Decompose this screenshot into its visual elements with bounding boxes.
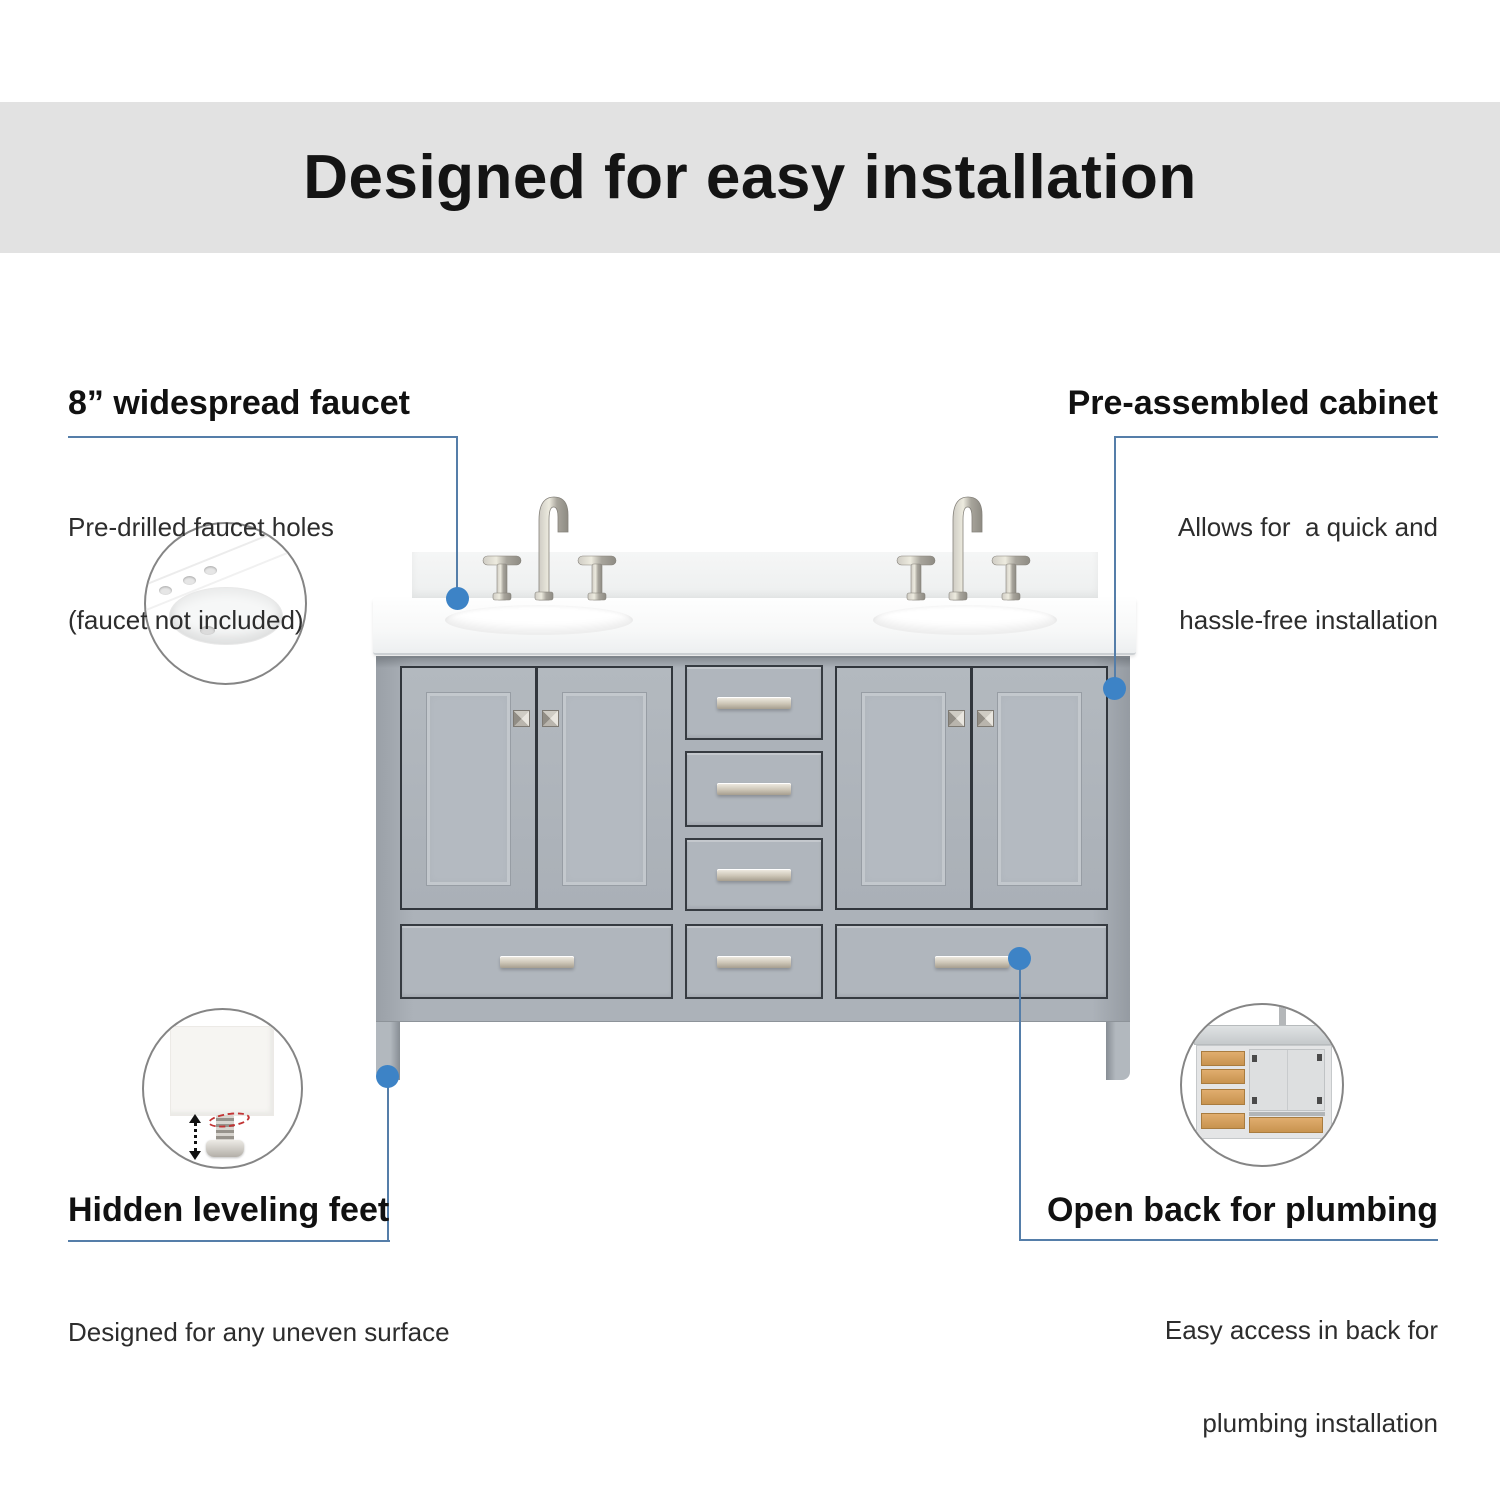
callout-body-line: Designed for any uneven surface <box>68 1317 450 1347</box>
callout-body-feet: Designed for any uneven surface <box>68 1255 450 1410</box>
sink-right <box>873 605 1057 635</box>
sink-drain-icon <box>200 626 215 635</box>
drawer-handle-icon <box>717 696 791 709</box>
bottom-drawer-right <box>835 924 1108 999</box>
door-panel <box>861 692 946 886</box>
arrow-up-icon <box>189 1114 201 1123</box>
callout-heading-plumbing: Open back for plumbing <box>1046 1191 1438 1229</box>
faucet-hole-icon <box>159 586 172 595</box>
back-rail <box>1249 1112 1325 1116</box>
vanity-leg-block <box>170 1026 274 1116</box>
hinge-icon <box>1252 1097 1257 1104</box>
door-panel <box>997 692 1082 886</box>
wood-drawer-back <box>1201 1051 1245 1066</box>
up-down-arrow-icon <box>189 1114 201 1160</box>
callout-underline-feet <box>68 1240 390 1242</box>
sink-left <box>445 605 633 635</box>
callout-connector-plumbing <box>1019 968 1021 1241</box>
backsplash <box>412 552 1098 600</box>
wood-drawer-back <box>1201 1113 1245 1129</box>
center-drawer <box>685 665 823 740</box>
vanity-leg-right <box>1106 1022 1130 1080</box>
callout-body-plumbing: Easy access in back for plumbing install… <box>1165 1253 1438 1500</box>
callout-dot-icon <box>376 1065 399 1088</box>
callout-connector-faucet <box>456 436 458 589</box>
door-seam <box>1287 1050 1288 1110</box>
callout-body-line: hassle-free installation <box>1179 605 1438 635</box>
page-title: Designed for easy installation <box>303 143 1197 212</box>
door-panel <box>562 692 647 886</box>
cabinet-door <box>973 668 1106 908</box>
hinge-icon <box>1252 1055 1257 1062</box>
door-knob-icon <box>513 710 530 727</box>
callout-underline-plumbing <box>1020 1239 1438 1241</box>
callout-dot-icon <box>446 587 469 610</box>
cabinet-back <box>1196 1045 1332 1139</box>
arrow-down-icon <box>189 1151 201 1160</box>
drawer-handle-icon <box>717 868 791 881</box>
door-knob-icon <box>948 710 965 727</box>
drawer-handle-icon <box>499 955 574 968</box>
door-pair-right <box>835 666 1108 910</box>
title-banner: Designed for easy installation <box>0 102 1500 253</box>
drawer-handle-icon <box>934 955 1009 968</box>
door-knob-icon <box>542 710 559 727</box>
dotted-shaft <box>194 1122 197 1152</box>
callout-body-line: plumbing installation <box>1202 1408 1438 1438</box>
cabinet <box>376 656 1130 1022</box>
faucet-left-icon <box>467 488 627 603</box>
cabinet-door <box>837 668 970 908</box>
bottom-drawer-center <box>685 924 823 999</box>
callout-heading-faucet: 8” widespread faucet <box>68 384 411 422</box>
callout-body-line: (faucet not included) <box>68 605 304 635</box>
threaded-rod <box>216 1115 234 1144</box>
callout-heading-feet: Hidden leveling feet <box>68 1191 390 1229</box>
door-knob-icon <box>977 710 994 727</box>
wood-drawer-back <box>1201 1069 1245 1084</box>
callout-body-line: Allows for a quick and <box>1177 512 1438 542</box>
open-back-inset-image <box>1180 1003 1344 1167</box>
cabinet-door <box>538 668 671 908</box>
door-panel <box>426 692 511 886</box>
plumbing-pipe <box>1279 1005 1286 1041</box>
center-drawer <box>685 751 823 827</box>
callout-body-line: Pre-drilled faucet holes <box>68 512 334 542</box>
open-back-panel <box>1249 1049 1325 1111</box>
center-drawer <box>685 838 823 911</box>
callout-dot-icon <box>1008 947 1031 970</box>
hinge-icon <box>1317 1054 1322 1061</box>
foot-pad <box>206 1140 244 1157</box>
callout-underline-cabinet <box>1115 436 1438 438</box>
wood-drawer-back <box>1201 1089 1245 1105</box>
countertop-back <box>1194 1025 1334 1045</box>
door-pair-left <box>400 666 673 910</box>
drawer-handle-icon <box>717 783 791 795</box>
faucet-hole-icon <box>183 576 196 585</box>
callout-underline-faucet <box>68 436 458 438</box>
cabinet-door <box>402 668 535 908</box>
leveling-foot-inset-image <box>142 1008 303 1169</box>
callout-connector-feet <box>387 1086 389 1242</box>
callout-body-line: Easy access in back for <box>1164 1315 1438 1345</box>
callout-heading-cabinet: Pre-assembled cabinet <box>1067 384 1438 422</box>
hinge-icon <box>1317 1097 1322 1104</box>
callout-connector-cabinet <box>1114 436 1116 678</box>
sink-basin <box>170 588 282 644</box>
vanity-product-image <box>373 488 1136 1088</box>
callout-body-faucet: Pre-drilled faucet holes (faucet not inc… <box>68 450 334 698</box>
faucet-right-icon <box>881 488 1041 603</box>
drawer-handle-icon <box>717 955 791 968</box>
faucet-hole-icon <box>204 566 217 575</box>
callout-body-cabinet: Allows for a quick and hassle-free insta… <box>1178 450 1438 698</box>
callout-dot-icon <box>1103 677 1126 700</box>
sink-inset-image <box>144 522 307 685</box>
bottom-drawer-left <box>400 924 673 999</box>
wood-drawer-back <box>1249 1117 1323 1133</box>
